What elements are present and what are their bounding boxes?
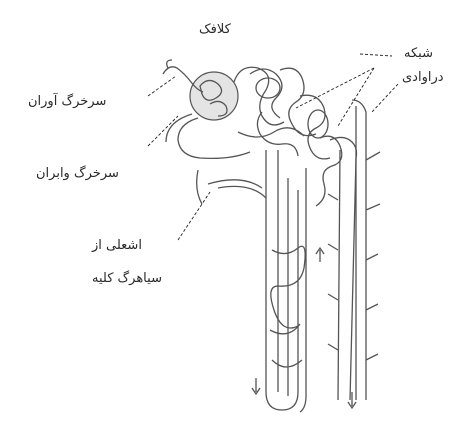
- capsule-label: کلافک: [199, 22, 231, 38]
- arrows: [252, 248, 356, 408]
- renal-vein-branch: [328, 100, 380, 400]
- efferent-arteriole: [166, 114, 250, 158]
- leader-lines: [148, 54, 398, 240]
- network-label-line1: شبکه: [404, 46, 433, 62]
- glomerulus: [190, 72, 238, 120]
- collecting-tubule: [197, 170, 266, 204]
- efferent-arteriole-label: سرخرگ وابران: [36, 166, 119, 182]
- network-label-line2: دراوادی: [402, 70, 444, 86]
- loop-of-henle: [266, 150, 306, 412]
- afferent-arteriole-label: سرخرگ آوران: [28, 94, 106, 110]
- henle-label-line2: سیاهرگ کلیه: [92, 271, 162, 287]
- henle-label-line1: اشعلی از: [92, 238, 142, 254]
